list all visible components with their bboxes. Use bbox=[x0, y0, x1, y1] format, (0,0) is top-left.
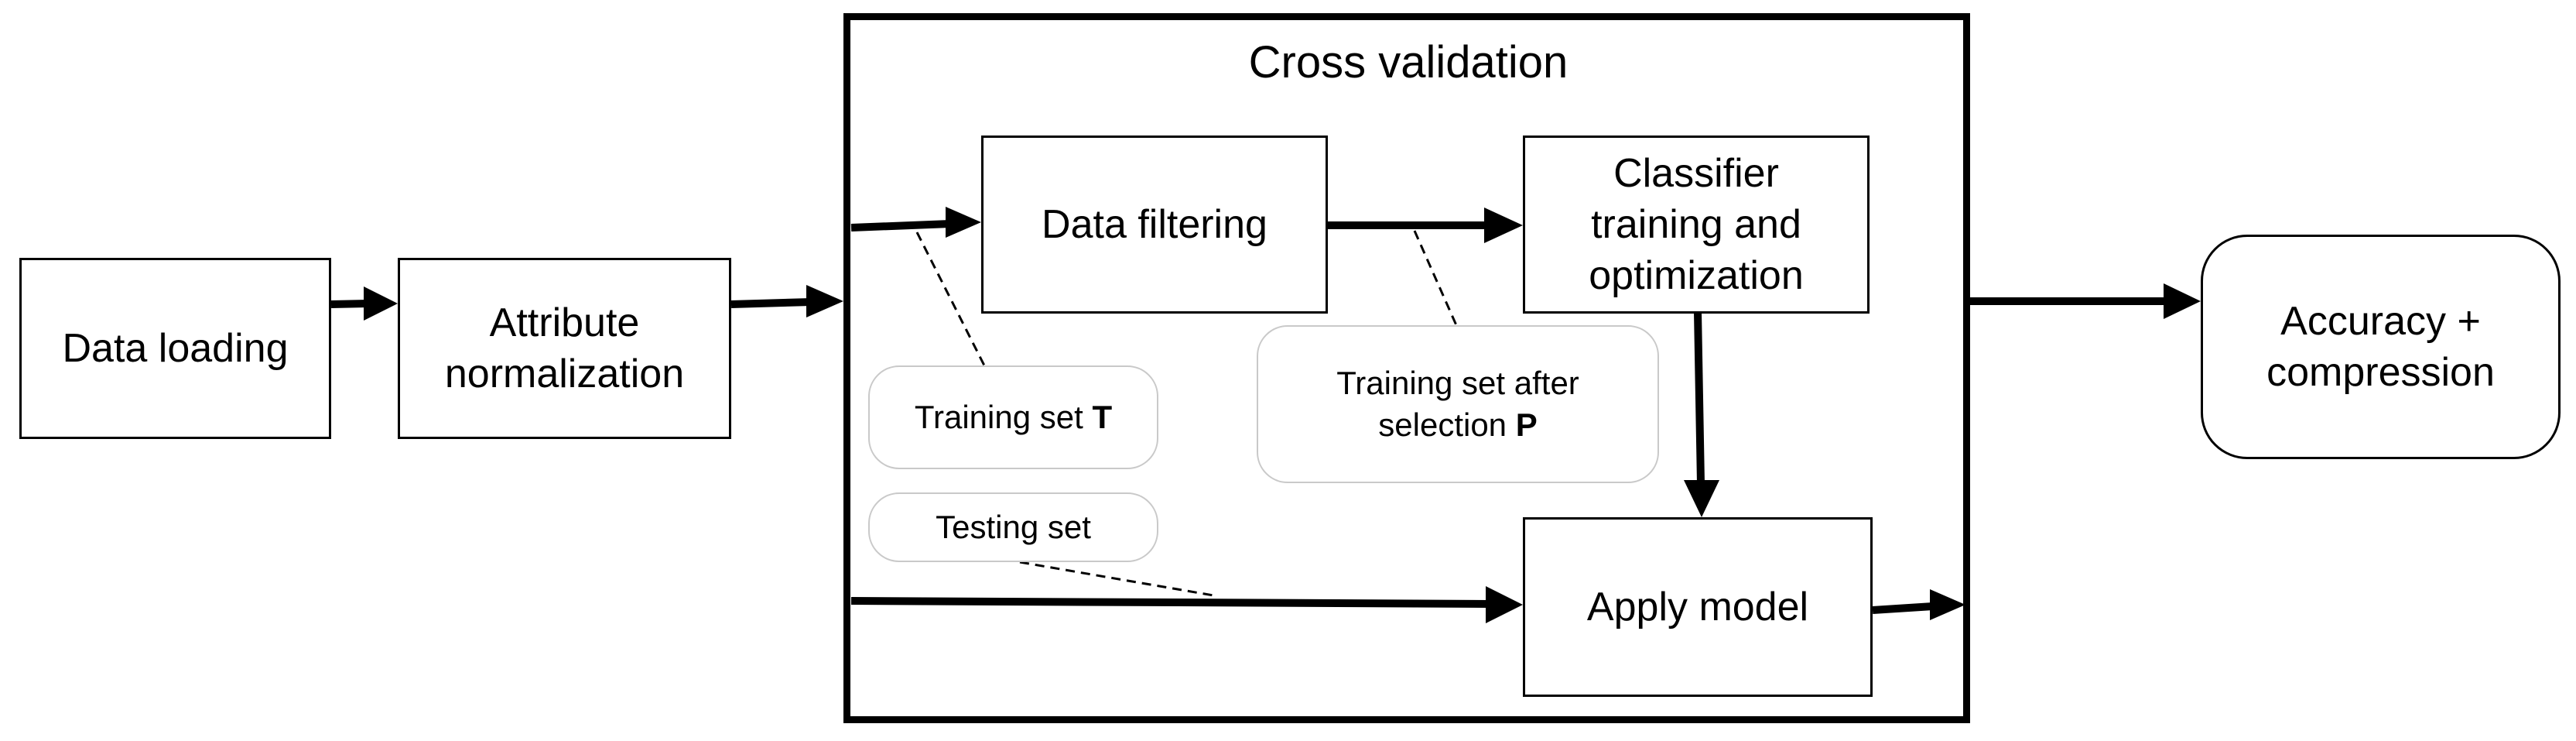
classifier-training-line1: Classifier bbox=[1613, 151, 1779, 196]
testing-set-callout: Testing set bbox=[868, 492, 1158, 562]
training-set-callout: Training set T bbox=[868, 365, 1158, 469]
arrow-testing-to-apply-model bbox=[850, 586, 1523, 623]
data-loading-box: Data loading bbox=[19, 258, 331, 439]
data-filtering-label: Data filtering bbox=[1042, 202, 1267, 247]
leader-testing-set bbox=[1019, 561, 1219, 598]
apply-model-label: Apply model bbox=[1586, 585, 1809, 630]
data-loading-label: Data loading bbox=[62, 326, 289, 371]
classifier-training-line2: training and bbox=[1591, 202, 1801, 247]
training-set-symbol: T bbox=[1092, 399, 1113, 435]
arrow-cv-to-accuracy bbox=[1970, 283, 2201, 319]
arrow-to-data-filtering bbox=[850, 207, 981, 238]
accuracy-compression-line2: compression bbox=[2266, 350, 2495, 395]
training-set-text: Training set T bbox=[914, 399, 1113, 435]
accuracy-compression-line1: Accuracy + bbox=[2280, 299, 2481, 344]
classifier-training-line3: optimization bbox=[1589, 253, 1804, 298]
attribute-normalization-line1: Attribute bbox=[489, 300, 640, 345]
training-after-selection-symbol: P bbox=[1515, 407, 1538, 443]
leader-training-after-selection bbox=[1413, 230, 1458, 326]
arrow-loading-to-normalization bbox=[330, 286, 398, 321]
training-after-selection-line2: selection P bbox=[1378, 407, 1538, 443]
arrow-normalization-to-cv bbox=[730, 285, 843, 317]
arrow-apply-model-out bbox=[1872, 589, 1965, 620]
cross-validation-frame bbox=[843, 13, 1970, 723]
data-filtering-box: Data filtering bbox=[981, 136, 1328, 314]
apply-model-box: Apply model bbox=[1523, 517, 1873, 697]
attribute-normalization-box: Attribute normalization bbox=[398, 258, 731, 439]
training-after-selection-callout: Training set after selection P bbox=[1257, 325, 1659, 483]
cross-validation-title: Cross validation bbox=[1248, 37, 1569, 87]
arrow-filtering-to-classifier bbox=[1328, 208, 1523, 243]
training-after-selection-line1: Training set after bbox=[1336, 365, 1579, 401]
classifier-training-box: Classifier training and optimization bbox=[1523, 136, 1870, 314]
leader-training-set bbox=[915, 232, 986, 366]
attribute-normalization-line2: normalization bbox=[444, 352, 685, 396]
testing-set-text: Testing set bbox=[936, 509, 1091, 545]
accuracy-compression-box: Accuracy + compression bbox=[2201, 235, 2561, 459]
